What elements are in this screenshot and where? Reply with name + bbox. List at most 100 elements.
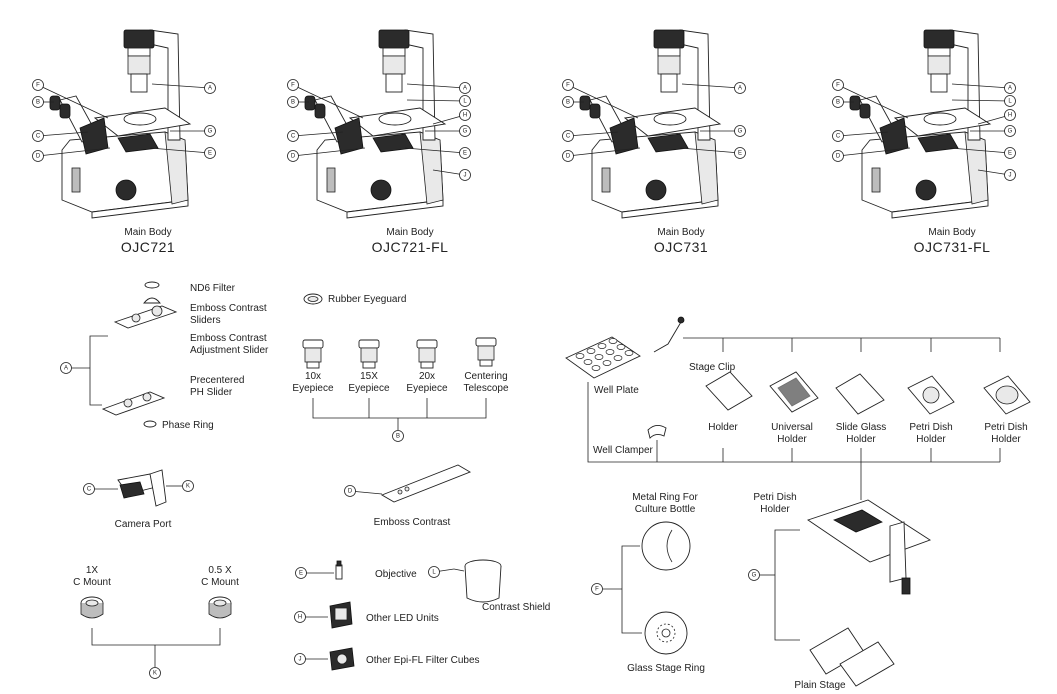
centering-telescope-label: Centering (464, 371, 507, 382)
eyepiece-15-label-2: Eyepiece (348, 383, 390, 394)
stage-clip-label: Stage Clip (689, 362, 736, 373)
callout-letter: E (738, 150, 742, 156)
ph-slider-label: Precentered (190, 375, 244, 386)
group-b-eyepieces: Rubber Eyeguard 10x Eyepiece 15X Eyepiec… (292, 293, 509, 430)
callout-letter: G (752, 572, 757, 578)
well-plate-label: Well Plate (594, 385, 639, 396)
main-body-model: OJC721-FL (372, 239, 449, 255)
eyepiece-15-label: 15X (360, 371, 378, 382)
eyepiece-20-label-2: Eyepiece (406, 383, 448, 394)
callout-letter: F (36, 82, 40, 88)
callout-e: E (679, 147, 746, 159)
callout-letter: H (463, 112, 467, 118)
callout-letter: G (738, 128, 743, 134)
holder-label: Holder (708, 422, 738, 433)
well (583, 359, 593, 365)
callout-j: J (977, 169, 1016, 181)
callout-letter: J (1009, 172, 1012, 178)
callout-b: B (287, 96, 309, 108)
camera-port-label: Camera Port (115, 519, 172, 530)
contrast-shield-label: Contrast Shield (482, 602, 550, 613)
group-d-emboss-contrast: Emboss Contrast (374, 464, 472, 528)
callout-c: C (832, 130, 889, 142)
main-body-2: Main Body OJC721-FL (304, 29, 449, 255)
callout-letter: A (463, 85, 467, 91)
group-a-phase-sliders: ND6 Filter Emboss Contrast Sliders Embos… (72, 281, 269, 431)
eyepiece-10-label-2: Eyepiece (292, 383, 334, 394)
callout-f: F (832, 79, 909, 119)
callout-letter: J (464, 172, 467, 178)
eyepiece-20-label: 20x (419, 371, 435, 382)
callout-letter: D (291, 153, 296, 159)
main-body-model: OJC731 (654, 239, 708, 255)
callout-letter: C (566, 133, 571, 139)
mount-05x-label: 0.5 X (208, 565, 232, 576)
metal-ring-label: Metal Ring For (632, 492, 698, 503)
emboss-adjust-label: Emboss Contrast (190, 333, 267, 344)
callout-k: K (182, 480, 194, 492)
well (591, 365, 601, 371)
petri-dish-holder-label: Petri Dish (909, 422, 952, 433)
callout-d: D (562, 147, 641, 162)
centering-telescope-label-2: Telescope (463, 383, 508, 394)
group-g-plain-stage: Petri Dish Holder Plain Stage (753, 492, 932, 691)
callout-letter: A (738, 85, 742, 91)
callout-a: A (951, 82, 1016, 94)
callout-letter: C (87, 486, 92, 492)
main-body-model: OJC731-FL (914, 239, 991, 255)
phase-ring-label: Phase Ring (162, 420, 214, 431)
callout-letter: C (36, 133, 41, 139)
well (602, 360, 612, 366)
callout-j: J (294, 653, 328, 665)
callout-letter: D (836, 153, 841, 159)
callout-letter: A (208, 85, 212, 91)
callout-letter: B (566, 99, 570, 105)
callout-e: E (404, 147, 471, 159)
callout-letter: F (566, 82, 570, 88)
callout-c: C (562, 130, 619, 142)
callout-letter: A (64, 365, 68, 371)
callout-f: F (32, 79, 109, 119)
callout-letter: E (208, 150, 212, 156)
callout-letter: F (291, 82, 295, 88)
callout-e: E (149, 147, 216, 159)
callout-letter: D (36, 153, 41, 159)
callout-letter: D (566, 153, 571, 159)
well (608, 338, 618, 344)
callout-d: D (832, 147, 911, 162)
well (605, 349, 615, 355)
callout-letter: B (291, 99, 295, 105)
rubber-eyeguard-label: Rubber Eyeguard (328, 294, 406, 305)
callout-a: A (60, 362, 72, 374)
main-body-caption: Main Body (657, 227, 704, 238)
well-clamper-label: Well Clamper (593, 445, 653, 456)
callout-letter: K (186, 483, 190, 489)
callout-l: L (406, 95, 471, 107)
callout-a: A (406, 82, 471, 94)
glass-stage-ring-label: Glass Stage Ring (627, 663, 705, 674)
main-body-1: Main Body OJC721 (49, 29, 191, 255)
callout-letter: D (348, 488, 353, 494)
callout-d: D (287, 147, 366, 162)
callout-e: E (295, 567, 334, 579)
led-units-label: Other LED Units (366, 613, 439, 624)
callout-letter: C (291, 133, 296, 139)
slide-glass-holder-label: Slide Glass (836, 422, 887, 433)
emboss-adjust-label-2: Adjustment Slider (190, 345, 269, 356)
petri-dish-holder-2-label-2: Holder (991, 434, 1021, 445)
callout-g: G (970, 125, 1016, 137)
slide-glass-holder-label-2: Holder (846, 434, 876, 445)
petri-dish-holder-2-label: Petri Dish (984, 422, 1027, 433)
plain-stage-label: Plain Stage (794, 680, 846, 691)
universal-holder-label-2: Holder (777, 434, 807, 445)
callout-letter: C (836, 133, 841, 139)
callout-letter: B (836, 99, 840, 105)
main-body-caption: Main Body (928, 227, 975, 238)
callout-letter: B (396, 433, 400, 439)
callout-letter: A (1008, 85, 1012, 91)
ph-slider-label-2: PH Slider (190, 387, 233, 398)
petri-dish-holder-label-2: Holder (916, 434, 946, 445)
callout-letter: L (1008, 98, 1012, 104)
